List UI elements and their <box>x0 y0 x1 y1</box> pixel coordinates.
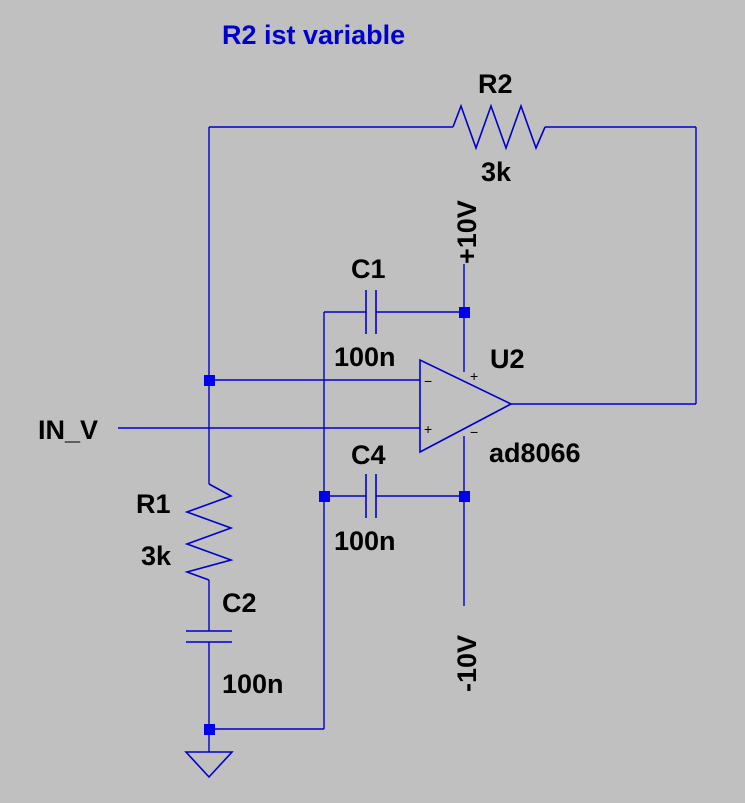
opamp-u2-pin-vminus: − <box>470 424 478 440</box>
opamp-u2-triangle <box>419 358 513 454</box>
resistor-r1-name: R1 <box>136 489 171 519</box>
capacitor-c2-name: C2 <box>222 588 257 618</box>
ground-triangle <box>184 751 234 779</box>
capacitor-c2-value: 100n <box>222 669 284 699</box>
opamp-u2-value: ad8066 <box>489 438 581 468</box>
net-label-input: IN_V <box>38 415 98 445</box>
junction-dot <box>204 375 215 386</box>
net-label-vneg: -10V <box>452 635 482 692</box>
junction-dot <box>204 724 215 735</box>
ground-symbol <box>184 751 234 779</box>
junction-dot <box>459 307 470 318</box>
resistor-r2-value: 3k <box>481 157 512 187</box>
wires <box>118 126 697 752</box>
junction-dot <box>459 491 470 502</box>
capacitor-c4[interactable]: C4 100n <box>334 440 396 556</box>
schematic-note: R2 ist variable <box>222 20 405 50</box>
capacitor-c1-name: C1 <box>351 254 386 284</box>
opamp-u2[interactable]: − + + − U2 ad8066 <box>419 344 581 468</box>
resistor-r2-symbol <box>452 103 546 151</box>
net-label-vpos: +10V <box>452 200 482 264</box>
junctions <box>204 307 470 735</box>
opamp-u2-pin-inverting: − <box>424 373 432 389</box>
resistor-r1-symbol <box>184 483 234 581</box>
opamp-u2-pin-noninverting: + <box>424 421 432 437</box>
resistor-r1[interactable]: R1 3k <box>136 483 234 581</box>
resistor-r2[interactable]: R2 3k <box>452 69 546 187</box>
resistor-r1-value: 3k <box>141 541 172 571</box>
capacitor-c1[interactable]: C1 100n <box>334 254 396 372</box>
resistor-r2-name: R2 <box>478 69 513 99</box>
capacitor-c1-value: 100n <box>334 342 396 372</box>
capacitor-c4-value: 100n <box>334 526 396 556</box>
capacitor-c4-name: C4 <box>351 440 386 470</box>
opamp-u2-pin-vplus: + <box>470 368 478 384</box>
capacitor-c2[interactable]: C2 100n <box>186 588 284 699</box>
junction-dot <box>319 491 330 502</box>
opamp-u2-name: U2 <box>490 344 525 374</box>
